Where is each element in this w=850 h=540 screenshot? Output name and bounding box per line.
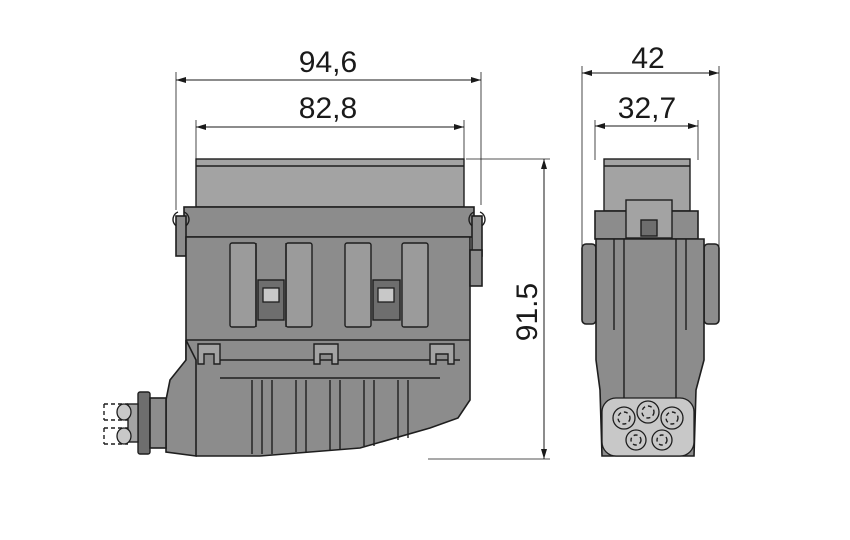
dimension-side-overall: 42: [581, 42, 720, 250]
dimension-height: 91.5: [428, 158, 550, 460]
rail-clip-1: [197, 343, 221, 365]
latch-lever-4: [401, 242, 429, 328]
contact-5: [651, 429, 673, 451]
right-side-tab: [469, 249, 483, 287]
side-right-bulge: [703, 243, 720, 325]
rail-clip-3: [429, 343, 455, 365]
side-left-bulge: [581, 243, 597, 325]
contact-3: [660, 406, 684, 430]
cable-gland: [103, 391, 167, 455]
dimension-label-91-5: 91.5: [511, 283, 544, 341]
latch-lever-1: [229, 242, 257, 328]
contact-2: [636, 400, 660, 424]
front-view-housing: [103, 158, 486, 457]
contact-4: [625, 429, 647, 451]
side-view-housing: [581, 158, 720, 457]
latch-lever-2: [285, 242, 313, 328]
dimension-side-inner: 32,7: [594, 92, 699, 160]
upper-flange: [183, 206, 475, 238]
rail-clip-2: [313, 343, 339, 365]
dimension-label-32-7: 32,7: [618, 92, 676, 125]
dimension-front-inner: 82,8: [195, 92, 465, 163]
dimension-label-42: 42: [631, 42, 664, 75]
dimension-label-94-6: 94,6: [299, 46, 357, 79]
cable-entry-housing: [165, 339, 197, 457]
cooling-ribs: [220, 377, 440, 454]
contact-1: [612, 406, 636, 430]
dimension-label-82-8: 82,8: [299, 92, 357, 125]
top-cap: [195, 158, 465, 208]
dimension-front-overall: 94,6: [175, 46, 482, 210]
latch-lever-3: [344, 242, 372, 328]
